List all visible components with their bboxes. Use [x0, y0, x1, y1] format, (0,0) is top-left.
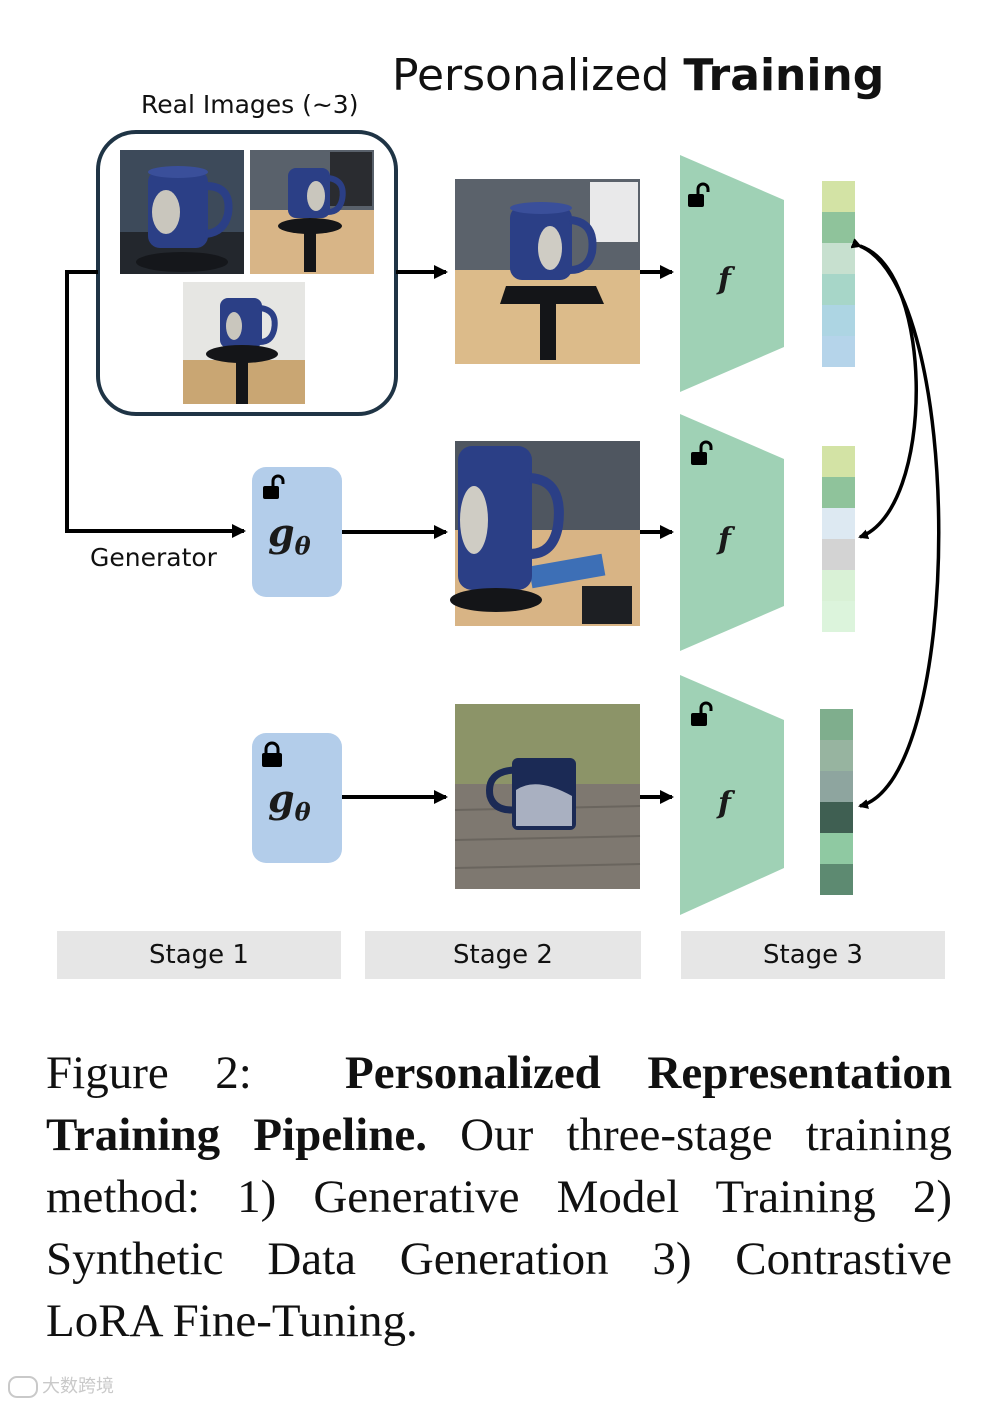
embedding-cell: [822, 508, 855, 539]
pipeline-diagram: [65, 130, 941, 915]
synthetic-image-2: [450, 441, 640, 626]
encoder-f-row2: [680, 414, 784, 651]
real-image-1: [120, 150, 244, 274]
caption-text: Our three-stage training method: 1) Gene…: [46, 1109, 952, 1347]
real-image-3: [183, 282, 305, 404]
watermark-logo-icon: [8, 1376, 38, 1398]
unlock-icon: [263, 474, 285, 499]
caption-bold: Personalized Representation Training Pip…: [46, 1047, 952, 1161]
watermark: 大数跨境: [8, 1372, 114, 1398]
generator-box-trainable: [252, 467, 342, 597]
contrastive-arrow-1-3: [850, 238, 941, 809]
embedding-cell: [820, 709, 853, 740]
generator-label: Generator: [90, 543, 217, 572]
stage-3-label: Stage 3: [681, 931, 945, 979]
generator-symbol-frozen: gθ: [268, 776, 311, 827]
unlock-icon: [688, 182, 710, 207]
diagram-title: Personalized Training: [392, 50, 885, 101]
encoder-symbol-row3: f: [718, 786, 731, 821]
stage-1-label: Stage 1: [57, 931, 341, 979]
embedding-cell: [822, 336, 855, 367]
embedding-cell: [820, 864, 853, 895]
encoder-symbol-row1: f: [718, 262, 731, 297]
embedding-vector-row3: [820, 709, 853, 895]
real-images-label: Real Images (~3): [141, 90, 359, 119]
embedding-cell: [822, 601, 855, 632]
figure-caption: Figure 2: Personalized Representation Tr…: [46, 1042, 952, 1352]
embedding-cell: [820, 833, 853, 864]
embedding-cell: [822, 477, 855, 508]
embedding-cell: [822, 305, 855, 336]
embedding-cell: [822, 446, 855, 477]
encoder-f-row1: [680, 155, 784, 392]
embedding-cell: [822, 212, 855, 243]
real-to-generator-arrow: [65, 270, 246, 538]
generator-symbol-trainable: gθ: [268, 510, 311, 561]
unlock-icon: [691, 701, 713, 726]
real-image-2: [250, 150, 374, 274]
embedding-cell: [822, 181, 855, 212]
embedding-cell: [820, 802, 853, 833]
embedding-cell: [820, 740, 853, 771]
synthetic-image-1: [455, 179, 640, 364]
stage-2-label: Stage 2: [365, 931, 641, 979]
embedding-cell: [822, 570, 855, 601]
encoder-symbol-row2: f: [718, 522, 731, 557]
encoder-f-row3: [680, 675, 784, 915]
embedding-cell: [820, 771, 853, 802]
embedding-vector-row2: [822, 446, 855, 632]
embedding-cell: [822, 539, 855, 570]
synthetic-image-3: [454, 704, 641, 889]
caption-label: Figure 2:: [46, 1047, 252, 1099]
contrastive-arrow-1-2: [850, 238, 918, 539]
lock-icon: [262, 741, 282, 767]
embedding-cell: [822, 243, 855, 274]
embedding-vector-row1: [822, 181, 855, 367]
unlock-icon: [691, 440, 713, 465]
embedding-cell: [822, 274, 855, 305]
